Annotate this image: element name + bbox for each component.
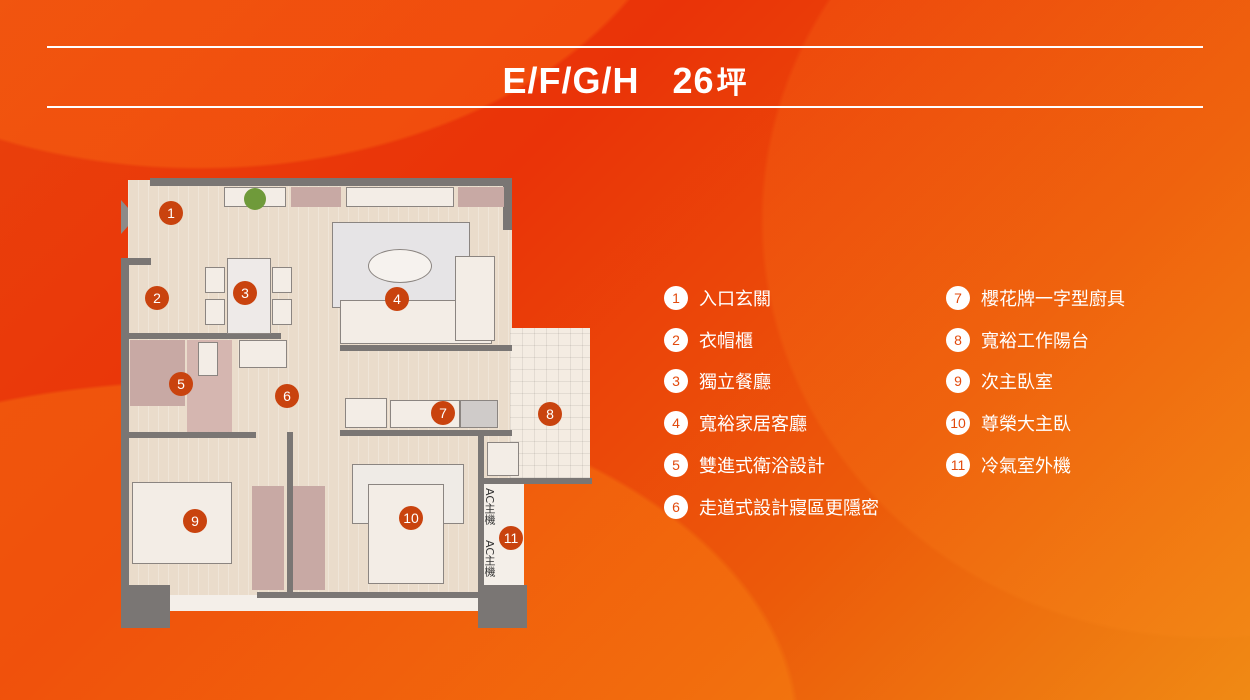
sofa-chaise (455, 256, 495, 341)
legend-item: 8 寬裕工作陽台 (946, 327, 1089, 353)
marker-4: 4 (385, 287, 409, 311)
legend-number: 11 (946, 453, 970, 477)
marker-6: 6 (275, 384, 299, 408)
cabinet (291, 187, 341, 207)
wall (484, 478, 592, 484)
dining-table (227, 258, 271, 334)
legend-number: 5 (664, 453, 688, 477)
legend-item: 1 入口玄關 (664, 285, 771, 311)
legend-item: 9 次主臥室 (946, 368, 1053, 394)
legend-item: 4 寬裕家居客廳 (664, 410, 807, 436)
legend-number: 1 (664, 286, 688, 310)
legend-number: 8 (946, 328, 970, 352)
column (121, 585, 170, 628)
wall (503, 178, 512, 230)
fridge (345, 398, 387, 428)
bed-2 (132, 482, 232, 564)
toilet (198, 342, 218, 376)
legend-item: 5 雙進式衛浴設計 (664, 452, 825, 478)
wardrobe-2 (252, 486, 284, 590)
wall (340, 430, 512, 436)
legend-label: 櫻花牌一字型廚具 (981, 289, 1125, 310)
legend-number: 10 (946, 411, 970, 435)
wall (121, 258, 151, 265)
dining-chair (205, 267, 225, 293)
legend-label: 次主臥室 (981, 372, 1053, 393)
bottom-divider (47, 106, 1203, 108)
legend-label: 冷氣室外機 (981, 456, 1071, 477)
legend-label: 寬裕家居客廳 (699, 414, 807, 435)
washer (487, 442, 519, 476)
marker-11: 11 (499, 526, 523, 550)
legend-number: 6 (664, 495, 688, 519)
dining-chair (272, 267, 292, 293)
marker-10: 10 (399, 506, 423, 530)
legend-item: 10 尊榮大主臥 (946, 410, 1071, 436)
page-title: E/F/G/H 26坪 (0, 58, 1250, 102)
marker-5: 5 (169, 372, 193, 396)
tv-cabinet (346, 187, 454, 207)
legend-number: 4 (664, 411, 688, 435)
sink (239, 340, 287, 368)
legend-label: 走道式設計寢區更隱密 (699, 498, 879, 519)
legend-label: 衣帽櫃 (699, 331, 753, 352)
unit-label: 坪 (716, 67, 748, 100)
legend-item: 3 獨立餐廳 (664, 368, 771, 394)
column (478, 585, 527, 628)
top-divider (47, 46, 1203, 48)
wall (150, 178, 512, 186)
unit-types: E/F/G/H (502, 60, 640, 101)
legend-item: 7 櫻花牌一字型廚具 (946, 285, 1125, 311)
unit-size: 26 (672, 60, 715, 101)
plant-icon (244, 188, 266, 210)
ac-unit-label: AC主機 (483, 540, 496, 578)
bed-1 (368, 484, 444, 584)
coffee-table (368, 249, 432, 283)
dining-chair (272, 299, 292, 325)
dining-chair (205, 299, 225, 325)
floor-plan: AC主機 AC主機 1 2 3 4 5 6 7 8 9 10 11 (0, 0, 620, 700)
window-ledge (170, 595, 480, 611)
wall (128, 333, 281, 339)
wall (287, 432, 293, 597)
marker-1: 1 (159, 201, 183, 225)
legend-number: 2 (664, 328, 688, 352)
legend-item: 6 走道式設計寢區更隱密 (664, 494, 879, 520)
legend-label: 雙進式衛浴設計 (699, 456, 825, 477)
wall (340, 345, 512, 351)
wall (128, 432, 256, 438)
stove (460, 400, 498, 428)
wardrobe-1 (293, 486, 325, 590)
marker-8: 8 (538, 402, 562, 426)
marker-2: 2 (145, 286, 169, 310)
legend-item: 11 冷氣室外機 (946, 452, 1071, 478)
ac-unit-label: AC主機 (483, 488, 496, 526)
marker-7: 7 (431, 401, 455, 425)
legend-label: 尊榮大主臥 (981, 414, 1071, 435)
wall (478, 436, 484, 586)
marker-3: 3 (233, 281, 257, 305)
marker-9: 9 (183, 509, 207, 533)
legend-label: 獨立餐廳 (699, 372, 771, 393)
legend-number: 9 (946, 369, 970, 393)
legend-number: 3 (664, 369, 688, 393)
legend-item: 2 衣帽櫃 (664, 327, 753, 353)
legend-number: 7 (946, 286, 970, 310)
wall (257, 592, 482, 598)
legend-label: 入口玄關 (699, 289, 771, 310)
wall (121, 258, 129, 598)
cabinet (458, 187, 504, 207)
legend-label: 寬裕工作陽台 (981, 331, 1089, 352)
